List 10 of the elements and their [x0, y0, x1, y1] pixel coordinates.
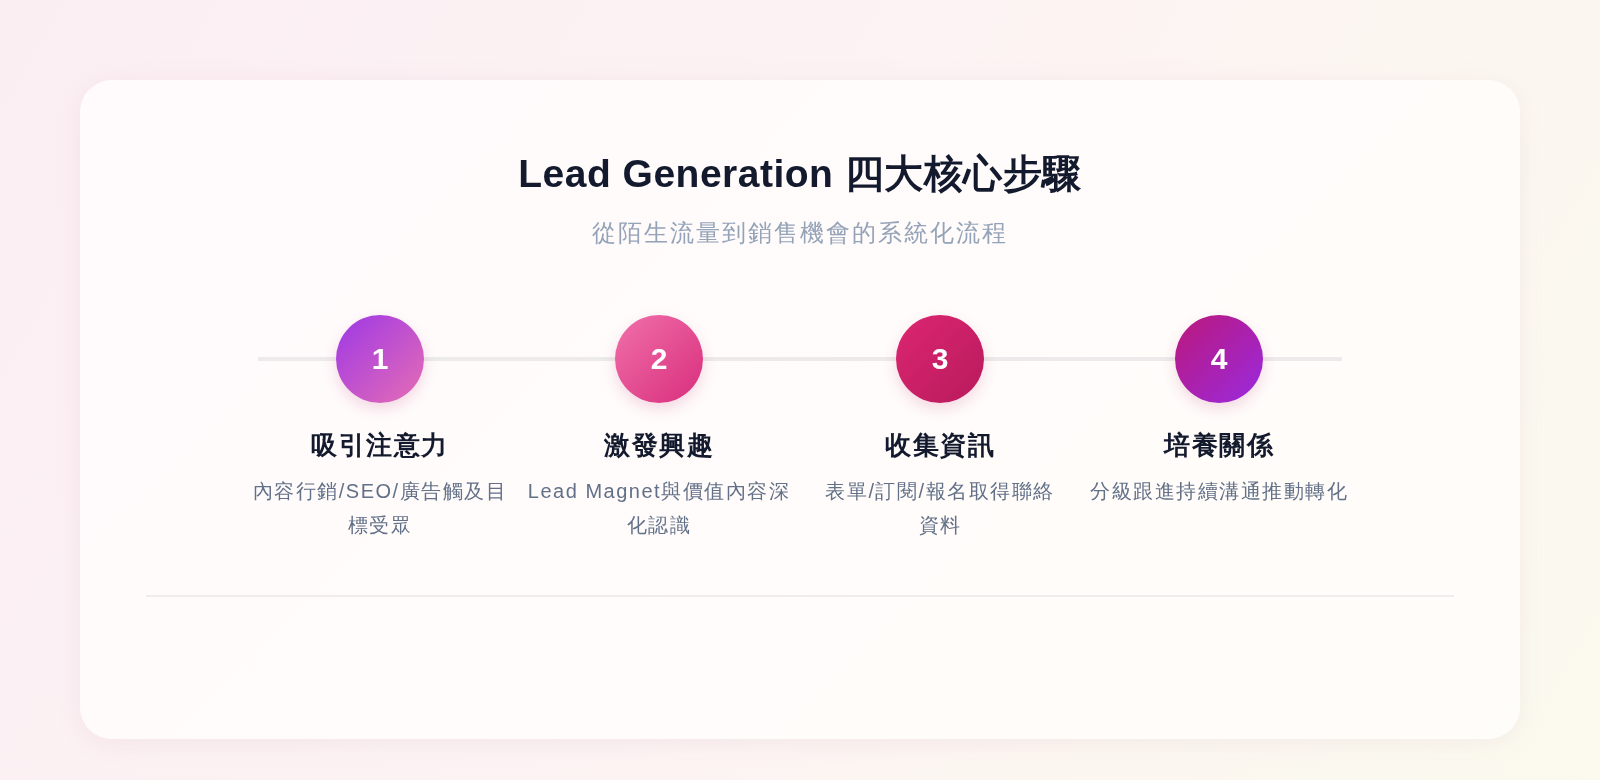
step-description: 分級跟進持續溝通推動轉化	[1089, 479, 1349, 504]
step-title: 收集資訊	[884, 429, 996, 462]
step-title: 激發興趣	[603, 429, 715, 462]
step-description: Lead Magnet與價值內容深化認識	[526, 479, 792, 538]
subtitle: 從陌生流量到銷售機會的系統化流程	[591, 218, 1009, 248]
step-description: 內容行銷/SEO/廣告觸及目標受眾	[251, 479, 509, 538]
title: Lead Generation 四大核心步驟	[517, 151, 1083, 197]
step-title: 吸引注意力	[310, 429, 450, 462]
step-description: 表單/訂閱/報名取得聯絡資料	[824, 479, 1056, 538]
step-title: 培養關係	[1162, 429, 1275, 462]
